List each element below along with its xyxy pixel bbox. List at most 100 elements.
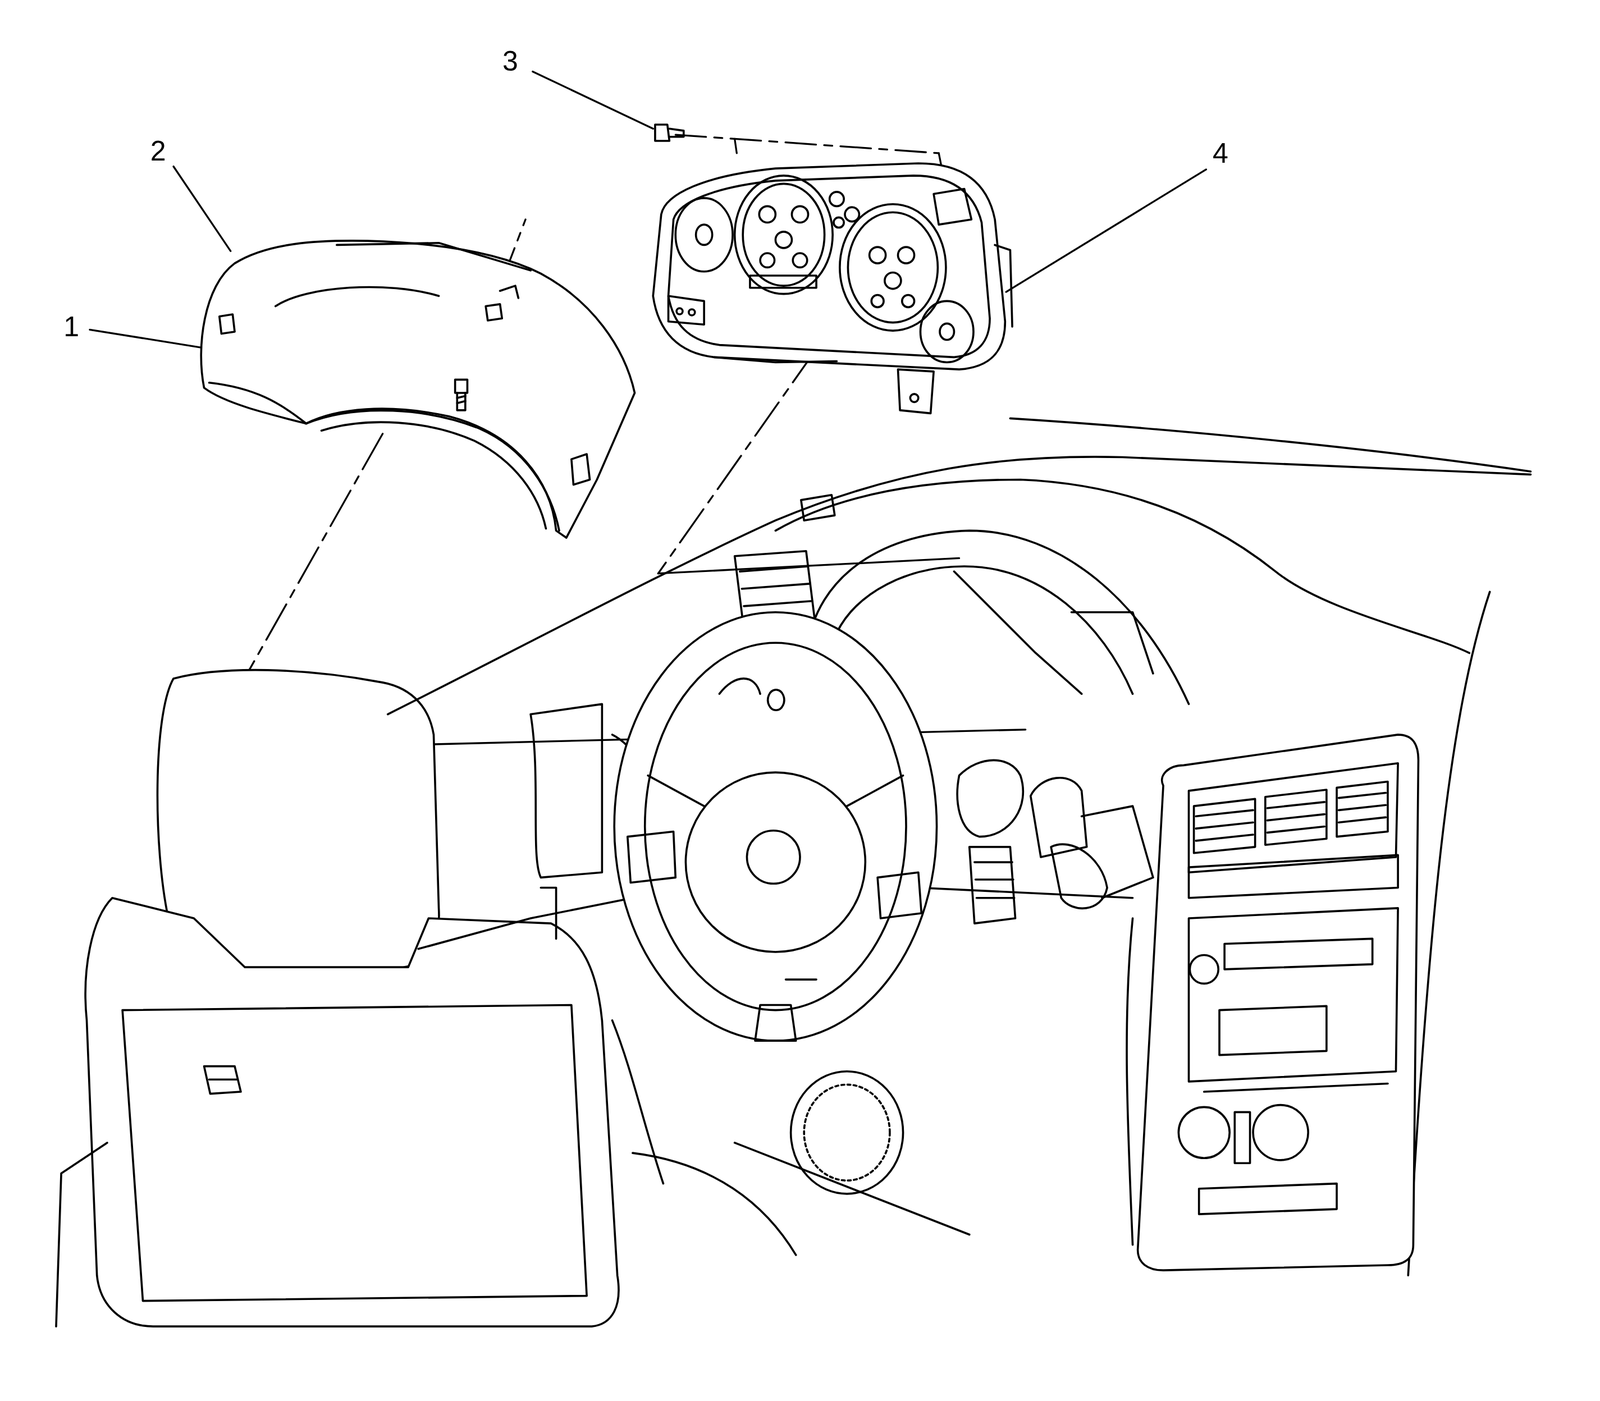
dashboard [530,704,602,878]
instrument-cluster [994,244,1013,327]
seat [56,1143,108,1327]
cluster-bezel [485,304,502,321]
leader-line [173,166,231,251]
callout-number: 4 [1210,138,1231,169]
dashboard [801,495,835,521]
instrument-cluster [668,175,991,358]
center-stack [1178,1107,1230,1159]
dashboard [1009,418,1531,472]
reference-line [675,134,939,154]
instrument-cluster [688,309,696,316]
cluster-bezel [200,240,635,538]
instrument-cluster [933,188,972,225]
dashboard [791,1071,904,1195]
center-stack [1234,1112,1250,1164]
cluster-bezel [209,382,307,424]
dashboard [1126,918,1133,1246]
dashboard [387,418,1531,1276]
seat [209,1078,237,1081]
steering-wheel [627,832,676,884]
steering-wheel [877,872,922,919]
instrument-cluster [775,231,792,249]
callout-number: 1 [61,311,82,342]
instrument-cluster-illustration [56,71,1531,1327]
dashboard [957,760,1023,837]
instrument-cluster [897,369,934,414]
center-stack [1189,954,1219,984]
cluster-bezel [305,410,560,531]
dashboard [969,847,1016,924]
steering-wheel [614,612,937,1041]
steering-wheel [685,772,866,953]
center-stack [1253,1105,1309,1161]
cluster-bezel [336,243,531,271]
cluster-bezel [571,454,591,486]
center-stack [1137,734,1419,1271]
dashboard [739,566,813,607]
dashboard [803,1084,890,1181]
leader-line [1006,169,1206,292]
screw [655,124,670,141]
callout-number: 3 [500,46,521,77]
center-stack [1224,938,1373,970]
center-stack [1195,792,1386,841]
center-stack [1199,1184,1337,1215]
instrument-cluster [792,253,807,268]
seat [85,898,619,1327]
instrument-cluster [652,163,1013,414]
steering-wheel [645,642,907,1010]
center-stack [1189,855,1399,898]
dashboard [974,862,1015,899]
steering-wheel [785,978,817,981]
instrument-cluster [839,204,946,331]
seat [122,1005,587,1302]
reference-line [734,138,738,153]
cluster-bezel [321,422,547,529]
dashboard [632,1153,797,1256]
dashboard [612,1020,664,1184]
instrument-cluster [829,192,844,207]
instrument-cluster [760,253,775,268]
instrument-cluster [902,295,915,308]
callout-number: 2 [148,135,169,167]
instrument-cluster [869,247,886,264]
steering-wheel [614,612,937,1041]
cluster-bezel [500,285,519,299]
dashboard [953,571,1082,694]
center-stack [1204,1084,1388,1093]
center-stack [1219,1006,1327,1055]
instrument-cluster [675,198,733,272]
instrument-cluster [759,206,776,223]
cluster-bezel [275,286,440,306]
instrument-cluster [910,394,919,403]
instrument-cluster [668,295,705,325]
screw [456,392,466,411]
screw [455,379,468,393]
dashboard [1071,612,1153,674]
center-stack [1137,734,1419,1271]
dashboard [1408,591,1490,1276]
dashboard [775,479,1470,653]
instrument-cluster [652,163,1005,370]
cluster-bezel [200,240,635,538]
screw [669,128,684,137]
reference-line [657,349,817,574]
instrument-cluster [897,247,914,264]
steering-wheel [746,830,800,885]
instrument-cluster [734,175,833,295]
reference-line [204,134,1026,751]
instrument-cluster [742,183,825,286]
cluster-bezel [219,314,235,335]
seat [56,670,619,1327]
dashboard [1050,844,1108,909]
instrument-cluster [791,206,808,223]
instrument-cluster [696,224,713,245]
instrument-cluster [939,323,954,340]
dashboard [1081,806,1154,899]
instrument-cluster [871,295,884,308]
seat [204,1066,241,1095]
instrument-cluster [676,308,683,315]
screw [455,379,468,411]
